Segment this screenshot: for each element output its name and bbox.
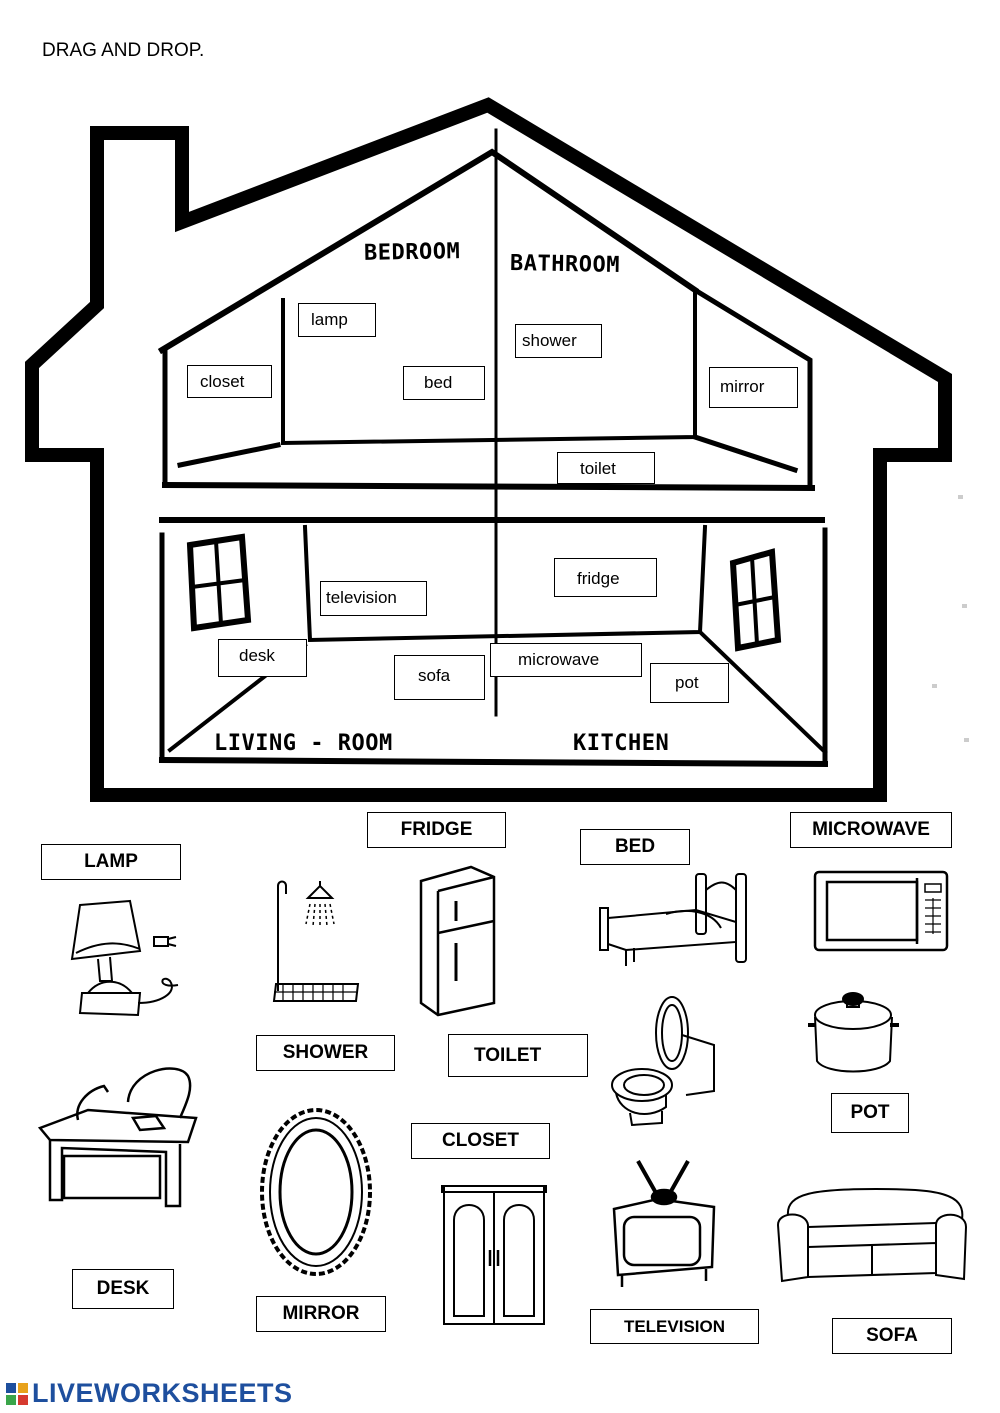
drag-word-television[interactable]: television <box>320 581 427 616</box>
liveworksheets-logo: LIVEWORKSHEETS <box>6 1380 293 1407</box>
drag-word-shower[interactable]: shower <box>515 324 602 358</box>
label-closet: CLOSET <box>411 1123 550 1159</box>
drag-word-pot[interactable]: pot <box>650 663 729 703</box>
desk-icon <box>38 1067 198 1208</box>
room-label-living-room: LIVING - ROOM <box>214 731 393 756</box>
bed-icon <box>599 873 747 966</box>
scan-dot <box>958 495 963 499</box>
label-bed: BED <box>580 829 690 865</box>
label-microwave: MICROWAVE <box>790 812 952 848</box>
mirror-icon <box>260 1108 372 1276</box>
instruction-text: DRAG AND DROP. <box>42 40 205 61</box>
label-toilet: TOILET <box>448 1034 588 1077</box>
label-desk: DESK <box>72 1269 174 1309</box>
room-label-bathroom: BATHROOM <box>509 251 621 278</box>
scan-dot <box>962 604 967 608</box>
brand-name: LIVEWORKSHEETS <box>32 1378 293 1408</box>
drag-word-sofa[interactable]: sofa <box>394 655 485 700</box>
label-shower: SHOWER <box>256 1035 395 1071</box>
shower-icon <box>272 880 360 1002</box>
drag-word-toilet[interactable]: toilet <box>557 452 655 484</box>
label-pot: POT <box>831 1093 909 1133</box>
television-icon <box>612 1160 716 1287</box>
sofa-icon <box>776 1187 968 1283</box>
room-label-kitchen: KITCHEN <box>573 731 670 756</box>
label-lamp: LAMP <box>41 844 181 880</box>
lamp-icon <box>70 899 179 1017</box>
drag-word-closet[interactable]: closet <box>187 365 272 398</box>
house-outline-drawing <box>25 97 952 802</box>
drag-word-mirror[interactable]: mirror <box>709 367 798 408</box>
label-fridge: FRIDGE <box>367 812 506 848</box>
room-label-bedroom: BEDROOM <box>363 239 461 266</box>
drag-word-bed[interactable]: bed <box>403 366 485 400</box>
toilet-icon <box>611 996 715 1127</box>
label-mirror: MIRROR <box>256 1296 386 1332</box>
drag-word-lamp[interactable]: lamp <box>298 303 376 337</box>
label-television: TELEVISION <box>590 1309 759 1344</box>
pot-icon <box>808 992 899 1073</box>
drag-word-fridge[interactable]: fridge <box>554 558 657 597</box>
scan-dot <box>932 684 937 688</box>
logo-icon <box>6 1382 28 1405</box>
closet-icon <box>441 1185 547 1325</box>
microwave-icon <box>813 870 949 952</box>
fridge-icon <box>419 865 496 1017</box>
label-sofa: SOFA <box>832 1318 952 1354</box>
drag-word-desk[interactable]: desk <box>218 639 307 677</box>
scan-dot <box>964 738 969 742</box>
drag-word-microwave[interactable]: microwave <box>490 643 642 677</box>
